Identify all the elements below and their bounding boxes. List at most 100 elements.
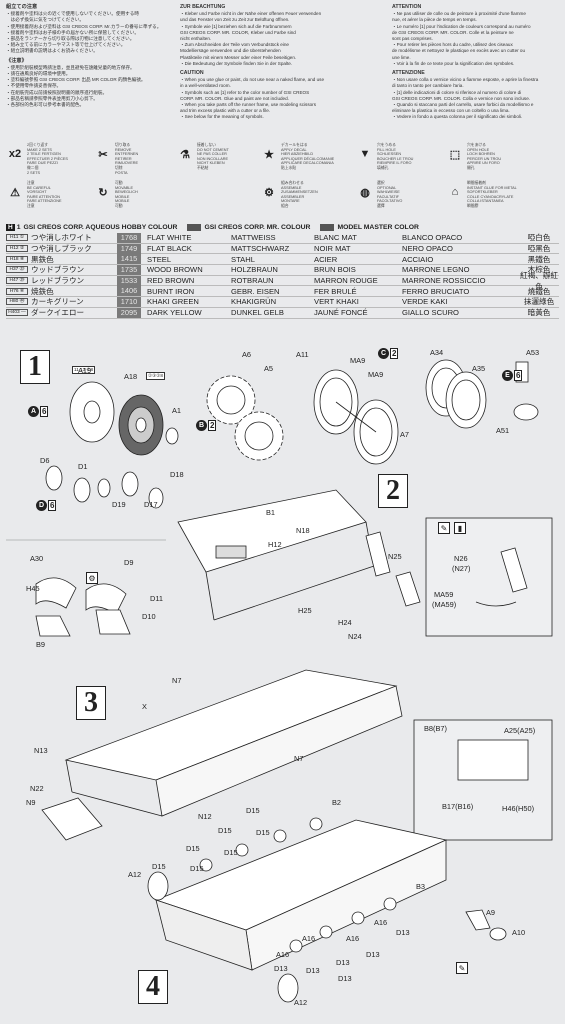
fill-hole-icon: ▼ (359, 148, 371, 160)
part-label: A18 (124, 372, 138, 381)
part-label: A7 (400, 430, 410, 439)
caution-line: ・When you use glue or paint, do not use … (180, 77, 325, 83)
caution-line: di tanto in tanto per cambiare l'aria. (392, 83, 464, 89)
part-label: A6 (242, 350, 252, 359)
caution-line: ・Pour retirer les pièces hors du cadre, … (392, 42, 513, 48)
assembly-diagram: 1 2 3 4 A 6 B 2 C 2 D 6 E 6 11 13 ②8 ②③②… (6, 340, 559, 1020)
part-label: N25 (388, 552, 402, 561)
color-name-it: ACCIAIO (402, 254, 434, 264)
metal-glue-icon: ⌂ (451, 186, 459, 198)
glue-icon: ⚗ (180, 148, 190, 161)
part-label: A35 (472, 364, 486, 373)
color-name-fr: JAUNÉ FONCÉ (314, 308, 368, 318)
symbol-decal: ★ デカールをはる APPLY DECAL HIER ABZIEHBILD AP… (260, 143, 360, 179)
color-name-de: GEBR. EISEN (231, 286, 280, 296)
heading-aqueous: GSI CREOS CORP. AQUEOUS HOBBY COLOUR (23, 224, 178, 231)
part-label: N13 (34, 746, 48, 755)
caution-line: ・Kleber und Farbe nicht in der Nähe eine… (180, 11, 322, 17)
color-number: 1406 (117, 286, 141, 297)
color-name-cn: 啞黑色 (527, 244, 551, 254)
color-name-it: MARRONE LEGNO (402, 265, 470, 275)
symbol-text: 注意 BE CAREFUL VORSICHT FAIRE ATTENTION F… (27, 181, 62, 208)
part-label: A25(A25) (504, 726, 536, 735)
caution-japanese: 組立ての注意 ・接着剤や塗料は火の近くで使用しないでください。使用する時 は必ず… (6, 4, 174, 108)
heading-swatch (320, 224, 335, 231)
caution-line: eliminare la plastica in eccesso con un … (392, 108, 510, 114)
caution-french: ATTENTION ・Ne pas utiliser de colle ou d… (392, 4, 559, 121)
part-label: D6 (40, 456, 50, 465)
assembly-drawing (6, 359, 553, 1003)
color-name-jp: 黒鉄色 (31, 254, 54, 264)
step-number: 3 (76, 686, 106, 720)
color-name-en: WOOD BROWN (147, 265, 203, 275)
caution-section: 組立ての注意 ・接着剤や塗料は火の近くで使用しないでください。使用する時 は必ず… (6, 4, 559, 144)
part-label: MA59 (434, 590, 454, 599)
sprocket-a6 (206, 375, 256, 425)
caution-line: ・不使用零件請妥善保存。 (6, 83, 62, 89)
caution-line: ・部品名稱請參照零件表並用剪刀小心剪下。 (6, 95, 98, 101)
symbol-repeat: x2 2回くり返す MAKE 2 SETS 2 TEILE FERTIGEN E… (6, 143, 92, 179)
part-label: N12 (198, 812, 212, 821)
symbol-text: 選択 OPTIONAL WAHLWEISE FACULTATIF FACOLTA… (377, 181, 403, 208)
color-code: H37 ㉓ (6, 266, 28, 274)
part-label: D15 (246, 806, 260, 815)
caution-icon: ⚠ (10, 186, 20, 199)
color-name-de: MATTWEISS (231, 233, 276, 243)
paint-icon: ▮ (454, 522, 466, 534)
part-label: D10 (142, 612, 156, 621)
color-number: 1533 (117, 275, 141, 286)
color-name-de: KHAKIGRÜN (231, 297, 277, 307)
symbol-text: 切り取る REMOVE ENTFERNEN RETIRER RIMUOVERE … (115, 143, 139, 175)
color-name-jp: レッドブラウン (31, 276, 85, 286)
assemble-icon: ⚙ (264, 186, 274, 199)
step2-inset (425, 517, 553, 637)
color-name-jp: ダークイエロー (31, 308, 85, 318)
color-name-en: FLAT WHITE (147, 233, 192, 243)
part-label: N9 (26, 798, 36, 807)
caution-line: ・Symbole wie [1] beziehen sich auf die F… (180, 23, 292, 29)
color-name-cn: 紅褐、辦紅色 (520, 270, 558, 291)
heading-swatch (187, 224, 202, 231)
part-label: A16 (276, 950, 290, 959)
symbol-text: 瞬間接着剤 INSTANT GLUE FOR METAL SOFORTKLEBE… (467, 181, 517, 208)
rotate-icon: ↻ (98, 186, 108, 199)
caution-line: は必ず換気に気をつけてください。 (6, 17, 84, 23)
part-label: B1 (266, 508, 276, 517)
color-name-it: MARRONE ROSSICCIO (402, 276, 486, 286)
color-name-jp: つや消しブラック (31, 244, 92, 254)
part-label: B9 (36, 640, 46, 649)
caution-title-fr: ATTENTION (392, 4, 422, 10)
color-name-en: DARK YELLOW (147, 308, 202, 318)
h-badge: H (6, 224, 15, 231)
caution-line: und das Fenster von Zeit zu Zeit zur Bel… (180, 17, 290, 23)
part-label: A19 (78, 366, 92, 375)
multiplier-b: B 2 (196, 420, 217, 431)
symbol-fill-hole: ▼ 穴をうめる FILL HOLE SCHLIESSEN BOUCHER LE … (356, 143, 442, 179)
color-name-de: STAHL (231, 254, 255, 264)
heading-mr: GSI CREOS CORP. MR. COLOUR (204, 224, 311, 231)
caution-line: de modélisme et nettoyez le plastique en… (392, 48, 526, 54)
caution-line: in a well-ventilated room. (180, 83, 231, 89)
part-label: A16 (374, 918, 388, 927)
color-name-en: FLAT BLACK (147, 244, 192, 254)
symbol-text: 穴をあける OPEN HOLE LOCH BOHREN PERCER UN TR… (467, 143, 502, 170)
part-label: A9 (486, 908, 496, 917)
part-label: A16 (302, 934, 316, 943)
caution-title-de: ZUR BEACHTUNG (180, 4, 226, 10)
color-name-cn: 暗黃色 (527, 308, 551, 318)
color-name-fr: NOIR MAT (314, 244, 351, 254)
caution-line: ・使用接着剤および塗料は GSI CREOS CORP. Mr.カラーの番号に準… (6, 23, 162, 29)
caution-line: and trim excess plastic with a cutter or… (180, 108, 271, 114)
part-letter-badge: E (502, 370, 513, 381)
caution-line: ・組み立てる前にカラーやマスト等で仕上げてください。 (6, 42, 126, 48)
count-badge: 6 (40, 406, 49, 417)
assemble-icon: ⚙ (86, 572, 98, 584)
symbol-text: 可動 MOVABLE BEWEGLICH MOBILE MOBILE 可動 (115, 181, 138, 208)
part-label: D17 (144, 500, 158, 509)
caution-line: ・Zum Abschneiden der Teile vom Verbundst… (180, 42, 289, 48)
color-name-it: VERDE KAKI (402, 297, 448, 307)
symbol-metal-glue: ⌂ 瞬間接着剤 INSTANT GLUE FOR METAL SOFORTKLE… (446, 181, 556, 217)
